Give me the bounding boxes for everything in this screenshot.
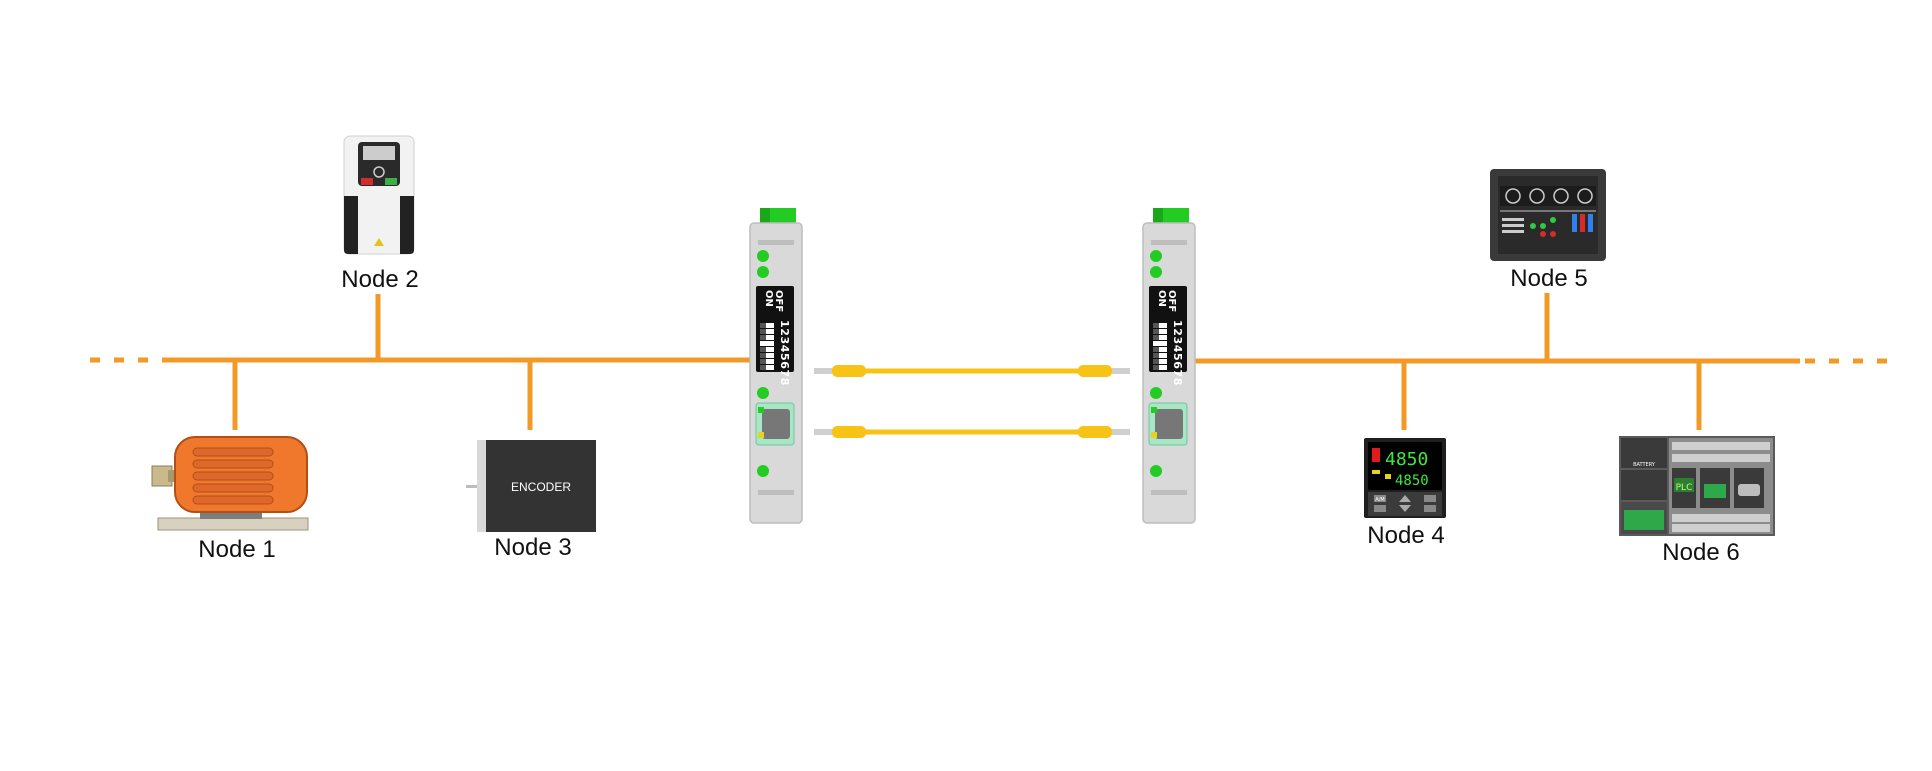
dip-switches	[760, 323, 774, 370]
converter-body	[1142, 222, 1196, 524]
drive-icon	[343, 135, 415, 255]
node-label: Node 6	[1662, 539, 1739, 566]
rj45-port-icon	[1148, 402, 1188, 446]
status-led-icon	[1150, 266, 1162, 278]
node-label: Node 2	[341, 266, 418, 293]
converter-body	[749, 222, 803, 524]
node-label: Node 4	[1367, 522, 1444, 549]
dip-switches	[1153, 323, 1167, 370]
node-label: Node 5	[1510, 265, 1587, 292]
temperature-controller-icon: 4850 4850 A/M	[1364, 438, 1446, 518]
battery-text: BATTERY	[1633, 462, 1656, 468]
fiber-cable-bottom	[814, 426, 1130, 438]
converter-left: OFF ON 12345678	[749, 208, 803, 524]
plc-icon: BATTERY PLC	[1619, 436, 1775, 536]
node5: Node 5	[1490, 169, 1606, 292]
dip-on-label: ON	[763, 290, 774, 307]
plc-text: PLC	[1676, 483, 1693, 493]
encoder-icon: ENCODER	[466, 440, 596, 532]
converter-right: OFF ON 12345678	[1142, 208, 1196, 524]
dip-off-label: OFF	[773, 290, 784, 312]
node2: Node 2	[341, 135, 419, 293]
status-led-icon	[757, 387, 769, 399]
node4: 4850 4850 A/M Node 4	[1364, 438, 1446, 549]
dip-off-label: OFF	[1166, 290, 1177, 312]
hmi-panel-icon	[1490, 169, 1606, 261]
node6: BATTERY PLC Node 6	[1619, 436, 1775, 566]
rj45-port-icon	[755, 402, 795, 446]
status-led-icon	[1150, 250, 1162, 262]
dip-on-label: ON	[1156, 290, 1167, 307]
node-label: Node 3	[494, 534, 571, 561]
status-led-icon	[757, 465, 769, 477]
encoder-text: ENCODER	[511, 480, 571, 494]
display-bottom: 4850	[1395, 473, 1429, 489]
status-led-icon	[757, 250, 769, 262]
status-led-icon	[1150, 387, 1162, 399]
motor-icon	[151, 436, 309, 531]
dip-number-label: 12345678	[778, 320, 791, 386]
display-top: 4850	[1385, 449, 1428, 470]
fiber-cables	[814, 365, 1130, 438]
status-led-icon	[757, 266, 769, 278]
node3: ENCODER Node 3	[466, 440, 596, 561]
dip-number-label: 12345678	[1171, 320, 1184, 386]
fiber-cable-top	[814, 365, 1130, 377]
left-bus	[90, 294, 750, 430]
right-bus	[1195, 293, 1890, 430]
node1: Node 1	[151, 436, 309, 563]
status-led-icon	[1150, 465, 1162, 477]
node-label: Node 1	[198, 536, 275, 563]
dip-switch-block: OFF ON 12345678	[1149, 286, 1187, 386]
key-am-label: A/M	[1375, 497, 1384, 503]
dip-switch-block: OFF ON 12345678	[756, 286, 794, 386]
